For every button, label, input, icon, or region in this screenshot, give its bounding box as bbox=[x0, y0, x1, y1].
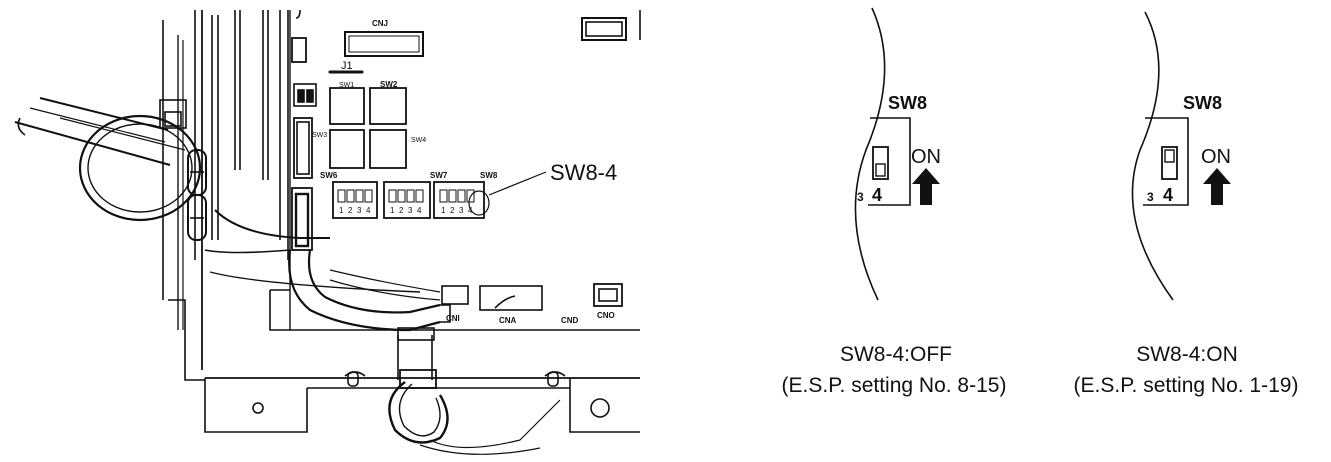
dip-levers bbox=[337, 189, 475, 203]
dip-numbers-sw6: 1 2 3 4 bbox=[339, 206, 371, 215]
detail-on-cut-edge bbox=[1131, 11, 1174, 301]
label-sw4: SW4 bbox=[411, 137, 426, 144]
svg-text:4: 4 bbox=[468, 206, 473, 215]
svg-text:3: 3 bbox=[857, 190, 864, 204]
detail-off-pin-number: 4 bbox=[872, 185, 882, 205]
svg-text:2: 2 bbox=[450, 206, 455, 215]
svg-text:4: 4 bbox=[366, 206, 371, 215]
svg-text:1: 1 bbox=[390, 206, 395, 215]
pcb-labels: CNJ J1 SW1 SW2 SW3 SW4 SW6 SW7 SW8 1 2 3… bbox=[312, 19, 617, 325]
dip-numbers-sw7a: 1 2 3 4 bbox=[390, 206, 422, 215]
label-cno: CNO bbox=[597, 311, 615, 320]
label-sw3: SW3 bbox=[312, 132, 327, 139]
detail-on-switch-lever bbox=[1164, 149, 1175, 163]
svg-text:4: 4 bbox=[417, 206, 422, 215]
label-cna: CNA bbox=[499, 316, 517, 325]
detail-on-on-arrow bbox=[1203, 168, 1231, 205]
detail-off-on-label: ON bbox=[911, 146, 941, 168]
svg-text:1: 1 bbox=[339, 206, 344, 215]
svg-text:3: 3 bbox=[408, 206, 413, 215]
label-sw1: SW1 bbox=[339, 82, 354, 89]
detail-off-caption-sub: (E.S.P. setting No. 8-15) bbox=[782, 374, 1007, 397]
detail-off-sw8-label: SW8 bbox=[888, 93, 927, 113]
label-cni: CNI bbox=[446, 314, 460, 323]
detail-on-on-label: ON bbox=[1201, 146, 1231, 168]
sw8-4-highlight bbox=[468, 190, 490, 216]
label-sw7: SW7 bbox=[430, 171, 448, 180]
callout-sw8-4: SW8-4 bbox=[550, 160, 617, 185]
detail-on-sw8-label: SW8 bbox=[1183, 93, 1222, 113]
label-sw2: SW2 bbox=[380, 80, 398, 89]
svg-text:2: 2 bbox=[399, 206, 404, 215]
detail-on-switch-slot bbox=[1161, 146, 1178, 180]
svg-text:3: 3 bbox=[357, 206, 362, 215]
detail-off-switch-slot bbox=[872, 146, 889, 180]
detail-on-caption-sub: (E.S.P. setting No. 1-19) bbox=[1074, 374, 1299, 397]
label-cnj: CNJ bbox=[372, 19, 388, 28]
detail-off-cut-edge bbox=[854, 7, 886, 301]
detail-off: SW8 4 3 ON SW8-4:OFF (E.S.P. setting No.… bbox=[782, 7, 1007, 397]
pcb-illustration bbox=[14, 9, 641, 455]
detail-on-pin-number: 4 bbox=[1163, 185, 1173, 205]
detail-on-caption: SW8-4:ON bbox=[1136, 343, 1238, 366]
detail-on: SW8 4 3 ON SW8-4:ON (E.S.P. setting No. … bbox=[1074, 11, 1299, 397]
svg-text:1: 1 bbox=[441, 206, 446, 215]
svg-text:3: 3 bbox=[1147, 190, 1154, 204]
detail-off-switch-lever bbox=[875, 163, 886, 177]
label-sw6: SW6 bbox=[320, 171, 338, 180]
label-cnd: CND bbox=[561, 316, 579, 325]
dip-numbers-sw8: 1 2 3 4 bbox=[441, 206, 473, 215]
label-sw8: SW8 bbox=[480, 171, 498, 180]
detail-off-on-arrow bbox=[912, 168, 940, 205]
label-j1: J1 bbox=[341, 60, 353, 72]
callout-leader bbox=[488, 171, 547, 196]
svg-text:3: 3 bbox=[459, 206, 464, 215]
detail-off-caption: SW8-4:OFF bbox=[840, 343, 952, 366]
cable-bundle bbox=[14, 97, 202, 222]
svg-text:2: 2 bbox=[348, 206, 353, 215]
